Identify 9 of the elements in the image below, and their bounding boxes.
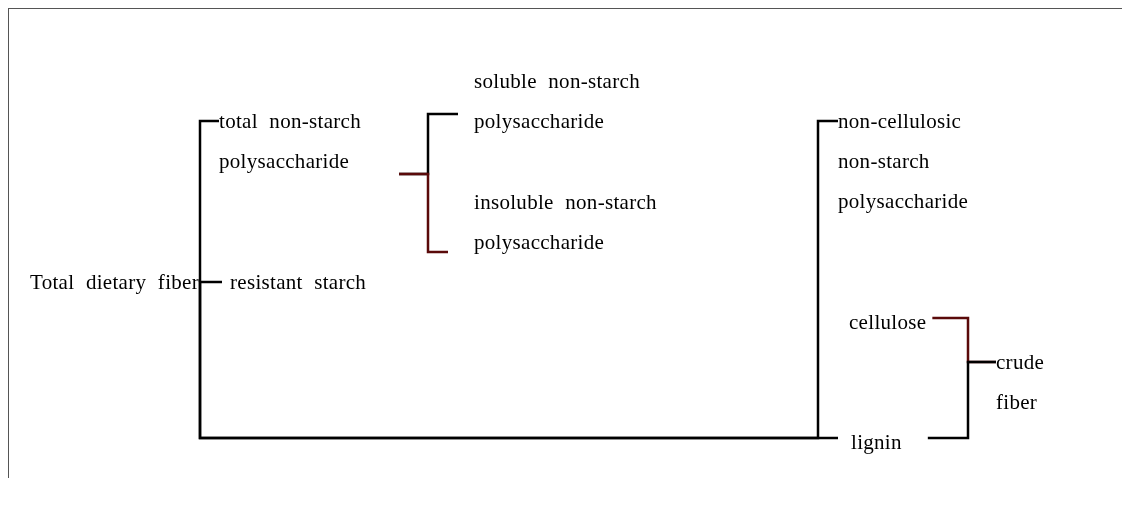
node-label: non-cellulosic non-starch polysaccharide [838,108,970,215]
node-label: insoluble non-starch polysaccharide [474,189,658,256]
node-label: Total dietary fiber [30,269,200,296]
node-label: lignin [851,429,902,456]
node-label: crude fiber [996,349,1046,416]
node-label: soluble non-starch polysaccharide [474,68,641,135]
node-label: total non-starch polysaccharide [219,108,362,175]
node-label: resistant starch [230,269,367,296]
node-label: cellulose [849,309,927,336]
